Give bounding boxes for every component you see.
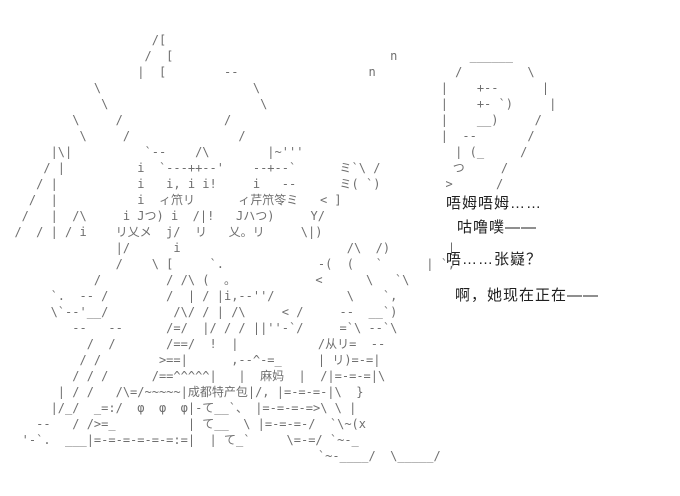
ascii-art: /[ / [ n ______ | [ -- n / \ \ \	[14, 33, 557, 463]
dialogue-line-1: 唔姆唔姆……	[446, 195, 543, 212]
dialogue-line-2: 咕噜噗——	[457, 219, 538, 236]
dialogue-line-4: 啊，她现在正在——	[455, 287, 600, 304]
dialogue-line-3: 唔……张嶷？	[446, 251, 543, 268]
